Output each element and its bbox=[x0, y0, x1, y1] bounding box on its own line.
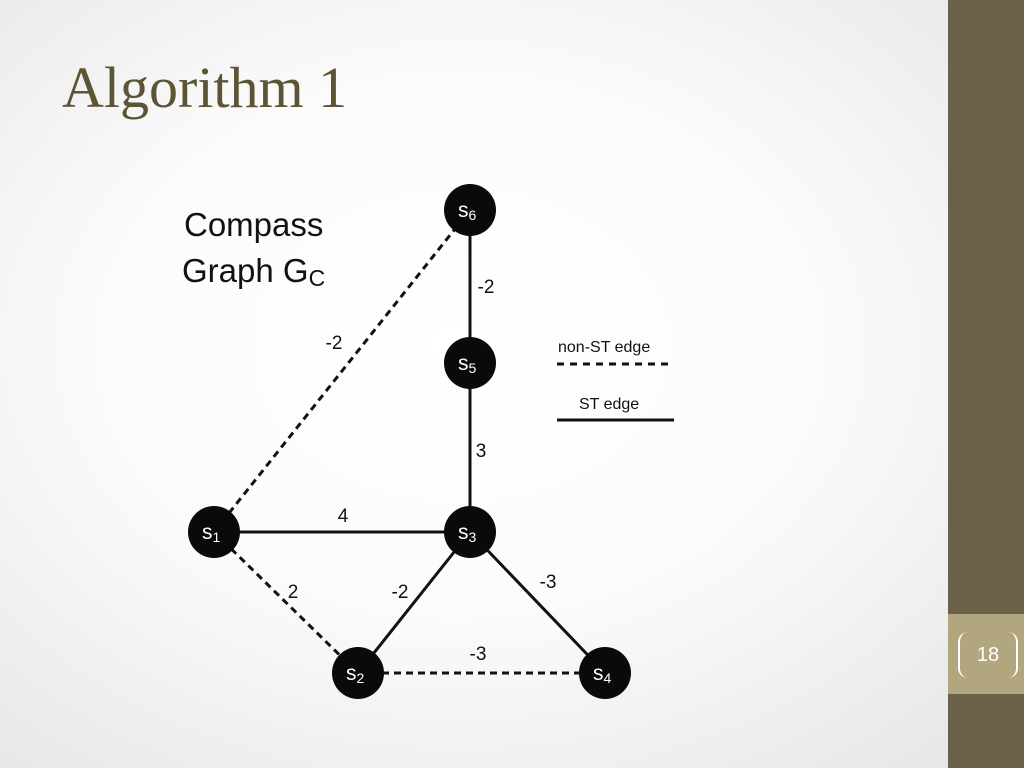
node-label-s5: s5 bbox=[458, 352, 477, 376]
node-s6: s6 bbox=[444, 184, 496, 236]
node-circle-s2 bbox=[332, 647, 384, 699]
legend-non-st-label: non-ST edge bbox=[558, 339, 650, 356]
edge-weight-s3-s4: -3 bbox=[540, 572, 557, 593]
edge-weight-s6-s5: -2 bbox=[478, 277, 495, 298]
node-s2: s2 bbox=[332, 647, 384, 699]
edge-s1-s6 bbox=[212, 209, 472, 533]
graph-label-line2: Graph GC bbox=[182, 252, 325, 291]
compass-graph-diagram: Compass Graph GC -234-2-3-22-3 s1s2s3s4s… bbox=[182, 184, 674, 699]
edge-weight-s1-s6: -2 bbox=[326, 333, 343, 354]
legend: non-ST edge ST edge bbox=[557, 339, 674, 422]
edge-s1-s2 bbox=[212, 530, 360, 675]
graph-label-sub: C bbox=[309, 265, 326, 291]
edge-weight-s3-s2: -2 bbox=[392, 582, 409, 603]
node-s1: s1 bbox=[188, 506, 240, 558]
node-s4: s4 bbox=[579, 647, 631, 699]
edge-s3-s4 bbox=[468, 530, 607, 675]
nodes-layer: s1 s2 s3 s4 s5 s6 bbox=[188, 184, 631, 699]
node-label-s2: s2 bbox=[346, 662, 365, 686]
edge-weight-s5-s3: 3 bbox=[476, 441, 487, 462]
node-label-s6: s6 bbox=[458, 199, 477, 223]
edge-weight-s1-s2: 2 bbox=[288, 582, 299, 603]
graph-label-main: Graph G bbox=[182, 252, 309, 289]
edge-weights-layer: -2 3 4 -2 -3 -2 2 -3 bbox=[288, 277, 557, 665]
node-label-s1: s1 bbox=[202, 521, 221, 545]
node-circle-s6 bbox=[444, 184, 496, 236]
edge-s3-s2 bbox=[356, 531, 472, 674]
node-s5: s5 bbox=[444, 337, 496, 389]
page-number: 18 bbox=[976, 644, 1000, 666]
node-s3: s3 bbox=[444, 506, 496, 558]
edges-layer bbox=[212, 209, 607, 675]
graph-label-line1: Compass bbox=[184, 206, 323, 243]
page-number-bracket bbox=[958, 632, 1018, 678]
node-label-s3: s3 bbox=[458, 521, 477, 545]
edge-weight-s2-s4: -3 bbox=[470, 644, 487, 665]
page-number-tab bbox=[948, 614, 1024, 694]
node-circle-s1 bbox=[188, 506, 240, 558]
node-circle-s4 bbox=[579, 647, 631, 699]
slide-title: Algorithm 1 bbox=[62, 55, 348, 120]
edge-weight-s1-s3: 4 bbox=[338, 506, 349, 527]
legend-st-label: ST edge bbox=[579, 396, 639, 413]
node-circle-s3 bbox=[444, 506, 496, 558]
node-label-s4: s4 bbox=[593, 662, 612, 686]
node-circle-s5 bbox=[444, 337, 496, 389]
